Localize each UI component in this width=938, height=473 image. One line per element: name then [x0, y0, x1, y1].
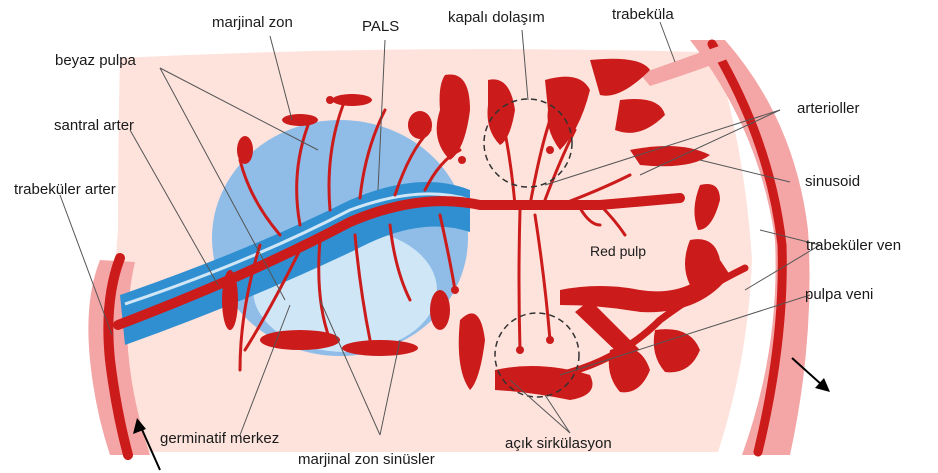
label-beyaz-pulpa: beyaz pulpa	[55, 52, 137, 69]
label-pulpa-veni: pulpa veni	[805, 286, 873, 303]
label-arterioller: arterioller	[797, 100, 860, 117]
label-marjinal-zon-sinusler: marjinal zon sinüsler	[298, 451, 435, 468]
label-germinatif-merkez: germinatif merkez	[160, 430, 279, 447]
label-trabekuler-arter: trabeküler arter	[14, 181, 116, 198]
label-pals: PALS	[362, 18, 399, 35]
label-acik-sirkulasyon: açık sirkülasyon	[505, 435, 612, 452]
label-red-pulp: Red pulp	[590, 243, 646, 259]
label-santral-arter: santral arter	[54, 117, 134, 134]
label-trabekuler-ven: trabeküler ven	[806, 237, 901, 254]
label-sinusoid: sinusoid	[805, 173, 860, 190]
label-marjinal-zon: marjinal zon	[212, 14, 293, 31]
label-trabekula: trabeküla	[612, 6, 674, 23]
label-kapali-dolasim: kapalı dolaşım	[448, 9, 545, 26]
